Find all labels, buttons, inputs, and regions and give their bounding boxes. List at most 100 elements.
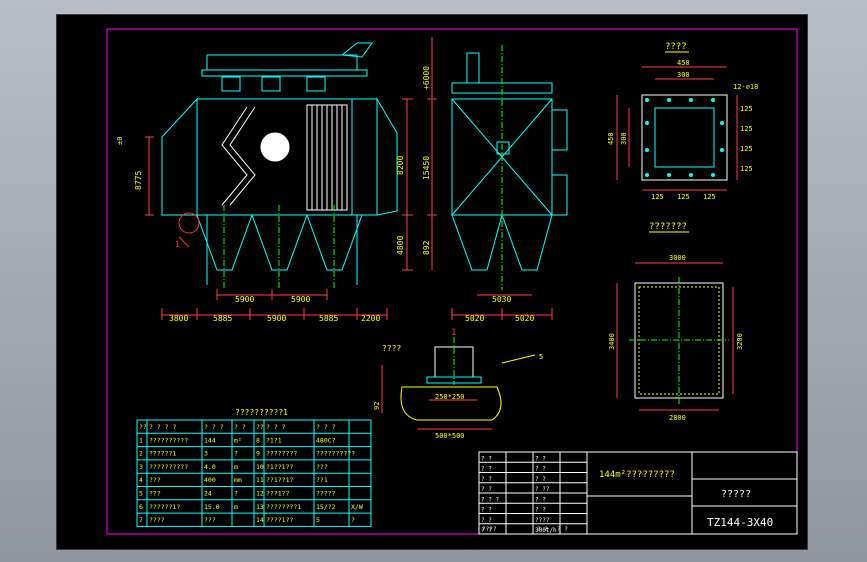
table-cell: ?	[234, 450, 238, 458]
table-cell: ???	[204, 516, 216, 524]
cad-drawing[interactable]: 3800 5885 5900 5885 2200 5900 5900 8775 …	[57, 15, 807, 549]
cad-viewport[interactable]: 3800 5885 5900 5885 2200 5900 5900 8775 …	[56, 14, 808, 550]
table-header-cell: ? ? ? ?	[149, 423, 176, 431]
title-block-cell: ? ? ?	[481, 496, 499, 503]
vent-stack	[340, 42, 373, 58]
opening-dimension-lines	[616, 262, 734, 411]
title-block-cell: ? ?	[481, 476, 492, 483]
title-block-cell: ? ?	[535, 466, 546, 473]
table-cell: ??????????	[149, 436, 188, 444]
foundation-detail[interactable]: ???? 1 92 250*250 500*500 5	[373, 328, 543, 440]
table-cell: ?1??1??	[266, 463, 293, 471]
table-cell: ??1	[316, 476, 328, 484]
detail-callout-circle	[178, 212, 200, 234]
table-header-cell: ? ? ?	[316, 423, 336, 431]
opening-detail[interactable]: ??????? 3000 3400 3200 2800	[608, 222, 744, 422]
title-block-label-1: ????	[482, 526, 497, 533]
title-block-cell: ? ?	[535, 455, 546, 462]
opening-height-inner: 3200	[736, 333, 744, 350]
front-hopper-dim-1: 5900	[235, 295, 254, 304]
drawing-frame	[106, 28, 798, 535]
table-cell: ??1??1?	[266, 476, 293, 484]
flange-dim-right-2: 125	[740, 125, 753, 133]
side-hopper-1	[451, 214, 503, 271]
front-dim-3: 5900	[267, 314, 286, 323]
flange-detail[interactable]: ???? 450 300 450 300 125 125 125 125 125…	[607, 42, 758, 201]
table-cell: 3	[139, 463, 143, 471]
title-block-drawing-name: ?????	[721, 489, 751, 500]
table-cell: ?1?1	[266, 436, 282, 444]
flange-holes	[645, 98, 724, 177]
table-cell: 7	[139, 516, 143, 524]
side-view[interactable]: +6000 15450 892 5020 5020 5030	[422, 37, 568, 323]
table-cell: 6	[139, 503, 143, 511]
table-cell: ?	[234, 490, 238, 498]
filter-bags	[306, 104, 348, 211]
title-block-cell: ? ?	[481, 466, 492, 473]
table-cell: 9	[256, 450, 260, 458]
foundation-callout: 1	[451, 328, 456, 338]
flange-dimension-lines	[616, 66, 738, 191]
table-header-cell: ? ? ?	[266, 423, 286, 431]
flange-dim-right-3: 125	[740, 145, 753, 153]
title-block-label-3: ? ?	[557, 526, 568, 533]
flange-dim-top-inner: 300	[677, 71, 690, 79]
hopper-1	[196, 214, 253, 271]
base-plate	[426, 376, 482, 384]
title-block-cell: ? ?	[481, 527, 492, 534]
table-cell: ???	[149, 476, 161, 484]
table-cell: ?????	[316, 490, 336, 498]
table-cell: 8	[256, 436, 260, 444]
fan-3	[306, 76, 326, 92]
side-dimension-lines	[427, 37, 553, 320]
side-dim-bottom-1: 5020	[465, 314, 484, 323]
table-cell: 11	[256, 476, 264, 484]
table-cell: 15/?2	[316, 503, 336, 511]
parameter-table-title: ??????????1	[235, 408, 288, 417]
title-block-cell: ? ?	[535, 496, 546, 503]
hopper-3	[306, 214, 363, 271]
hopper-2	[251, 214, 308, 271]
foundation-dimension-lines	[381, 365, 492, 430]
parameter-table[interactable]: ??????????1 ??? ? ? ?? ? ?? ???? ? ?? ? …	[136, 408, 372, 527]
front-dim-4: 5885	[319, 314, 338, 323]
table-header-cell: ? ?	[234, 423, 246, 431]
table-cell: 480C?	[316, 436, 336, 444]
flange-dim-bottom-1: 125	[651, 193, 664, 201]
table-cell: m	[234, 463, 238, 471]
fan-2	[261, 76, 281, 92]
foundation-dim-left: 92	[373, 402, 381, 410]
front-dim-right-2: 4800	[396, 236, 405, 255]
table-cell: 12	[256, 490, 264, 498]
title-block[interactable]: 144m²????????? ????? TZ144-3X40 ???? ? ?…	[478, 451, 798, 535]
table-cell: ??????????	[316, 450, 355, 458]
side-dim-base: 892	[422, 240, 431, 255]
inspection-port	[260, 132, 290, 162]
table-cell: ???1??	[266, 490, 290, 498]
title-block-cell: ? ?	[481, 486, 492, 493]
flange-dim-right-1: 125	[740, 105, 753, 113]
front-dim-1: 3800	[169, 314, 188, 323]
table-cell: ??????????	[149, 463, 188, 471]
table-cell: 13	[256, 503, 264, 511]
table-cell: ??????1?	[149, 503, 180, 511]
opening-height-outer: 3400	[608, 333, 616, 350]
table-cell: 400	[204, 476, 216, 484]
table-cell: 2	[139, 450, 143, 458]
inlet-duct	[161, 97, 198, 216]
side-dim-height: 15450	[422, 156, 431, 180]
side-dim-top: +6000	[422, 66, 431, 90]
table-cell: 4	[139, 476, 143, 484]
title-block-cell: ? ?	[481, 517, 492, 524]
table-cell: 144	[204, 436, 216, 444]
concrete-footing	[400, 386, 502, 421]
table-cell: 10	[256, 463, 264, 471]
title-block-cell: ? ?	[535, 507, 546, 514]
table-header-cell: ??	[139, 423, 147, 431]
table-cell: 4.0	[204, 463, 216, 471]
title-block-drawing-number: TZ144-3X40	[707, 516, 773, 529]
foundation-weld-note: 5	[539, 353, 543, 361]
front-dim-2: 5885	[213, 314, 232, 323]
table-cell: ???	[149, 490, 161, 498]
front-view[interactable]: 3800 5885 5900 5885 2200 5900 5900 8775 …	[116, 42, 413, 323]
